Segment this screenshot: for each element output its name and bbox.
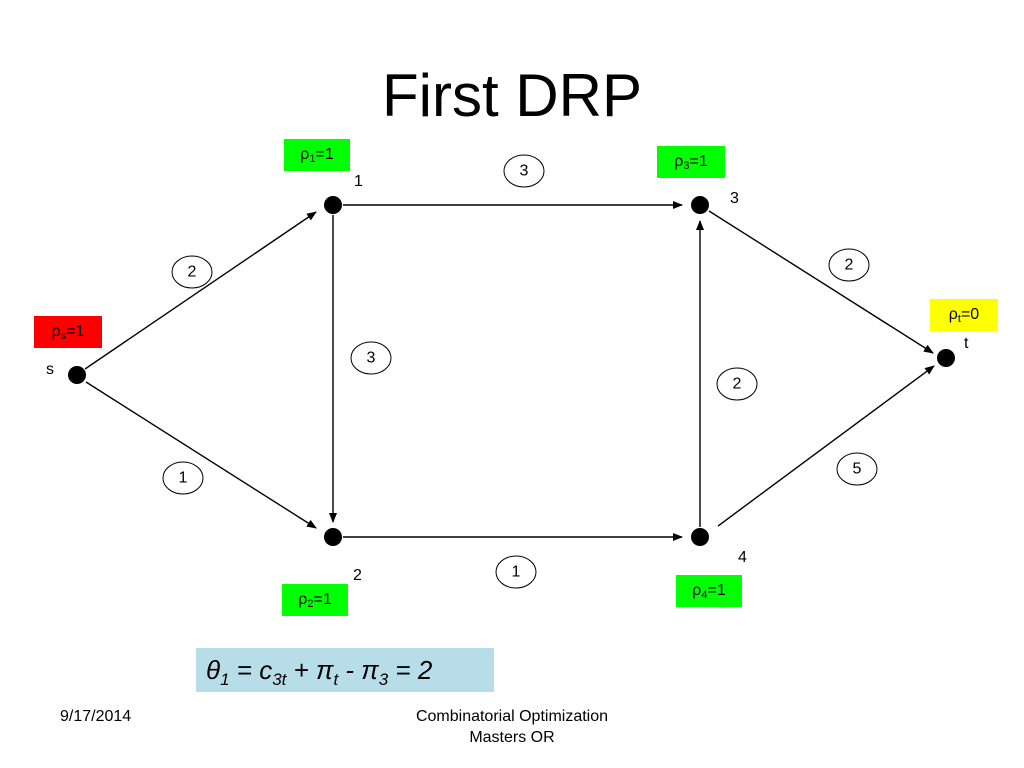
potential-2-value: =1 bbox=[313, 591, 332, 608]
potential-2: ρ2=1 bbox=[282, 584, 348, 616]
edge-3-t bbox=[708, 210, 934, 354]
edge-s-1 bbox=[84, 211, 317, 370]
potential-s-value: =1 bbox=[66, 323, 85, 340]
edge-s-2 bbox=[85, 381, 317, 529]
potential-4-symbol: ρ bbox=[692, 582, 702, 599]
formula-theta-sub: 1 bbox=[220, 670, 230, 690]
node-label-t: t bbox=[964, 335, 969, 352]
footer-line-1: Combinatorial Optimization bbox=[415, 708, 609, 725]
weight-1-2: 3 bbox=[350, 341, 392, 375]
footer-course: Combinatorial Optimization Masters OR bbox=[362, 706, 662, 748]
weight-4-t-text: 5 bbox=[853, 461, 862, 478]
potential-2-sub: 2 bbox=[307, 598, 314, 610]
potential-3-value: =1 bbox=[689, 153, 708, 170]
weight-3-t: 2 bbox=[828, 248, 870, 282]
footer-date: 9/17/2014 bbox=[60, 708, 132, 725]
formula-eq1: = c bbox=[229, 655, 273, 685]
weight-4-3: 2 bbox=[716, 367, 758, 401]
node-2 bbox=[324, 528, 342, 546]
weight-s-1-text: 2 bbox=[188, 264, 197, 281]
node-label-s: s bbox=[46, 361, 54, 378]
weight-s-2: 1 bbox=[162, 461, 204, 495]
potential-3-sub: 3 bbox=[683, 160, 690, 172]
formula-theta: θ bbox=[206, 655, 221, 685]
node-label-3: 3 bbox=[730, 190, 739, 207]
formula-pi3-sub: 3 bbox=[378, 670, 389, 690]
potential-4-sub: 4 bbox=[701, 589, 708, 601]
node-label-4: 4 bbox=[738, 549, 747, 566]
potential-2-symbol: ρ bbox=[298, 591, 308, 608]
potential-1-value: =1 bbox=[315, 146, 334, 163]
weight-1-2-text: 3 bbox=[367, 350, 376, 367]
node-3 bbox=[691, 196, 709, 214]
potential-4: ρ4=1 bbox=[676, 575, 742, 607]
formula-minus: - π bbox=[338, 655, 379, 685]
potential-t-symbol: ρ bbox=[948, 306, 958, 323]
potential-1-symbol: ρ bbox=[300, 146, 310, 163]
weight-3-t-text: 2 bbox=[845, 257, 854, 274]
slide-title: First DRP bbox=[382, 62, 642, 129]
footer-line-2: Masters OR bbox=[469, 729, 555, 746]
potential-s-symbol: ρ bbox=[51, 323, 61, 340]
node-1 bbox=[324, 196, 342, 214]
potential-3: ρ3=1 bbox=[657, 146, 725, 178]
node-4 bbox=[691, 528, 709, 546]
potential-4-value: =1 bbox=[707, 582, 726, 599]
formula-result: = 2 bbox=[388, 655, 433, 685]
formula-plus: + π bbox=[286, 655, 334, 685]
node-label-1: 1 bbox=[354, 173, 363, 190]
potential-t-value: =0 bbox=[960, 306, 980, 323]
node-t bbox=[937, 349, 955, 367]
weight-s-1: 2 bbox=[171, 255, 213, 289]
weight-2-4-text: 1 bbox=[512, 564, 521, 581]
potential-t-sub: t bbox=[957, 313, 961, 325]
weight-s-2-text: 1 bbox=[179, 470, 188, 487]
potential-1: ρ1=1 bbox=[284, 139, 350, 171]
weight-1-3: 3 bbox=[503, 154, 545, 188]
potential-1-sub: 1 bbox=[309, 153, 316, 165]
node-label-2: 2 bbox=[353, 567, 362, 584]
weight-1-3-text: 3 bbox=[520, 163, 529, 180]
formula-c-sub: 3t bbox=[272, 670, 287, 690]
potential-s-sub: s bbox=[60, 330, 67, 342]
potential-s: ρs=1 bbox=[34, 316, 102, 348]
edge-4-t bbox=[717, 365, 935, 527]
node-s bbox=[68, 366, 86, 384]
formula-box: θ1 = c3t + πt - π3 = 2 bbox=[196, 648, 494, 692]
weight-4-t: 5 bbox=[836, 452, 878, 486]
potential-t: ρt=0 bbox=[930, 299, 998, 331]
weight-4-3-text: 2 bbox=[733, 376, 742, 393]
formula-pi-t-sub: t bbox=[333, 670, 339, 690]
potential-3-symbol: ρ bbox=[674, 153, 684, 170]
weight-2-4: 1 bbox=[495, 555, 537, 589]
